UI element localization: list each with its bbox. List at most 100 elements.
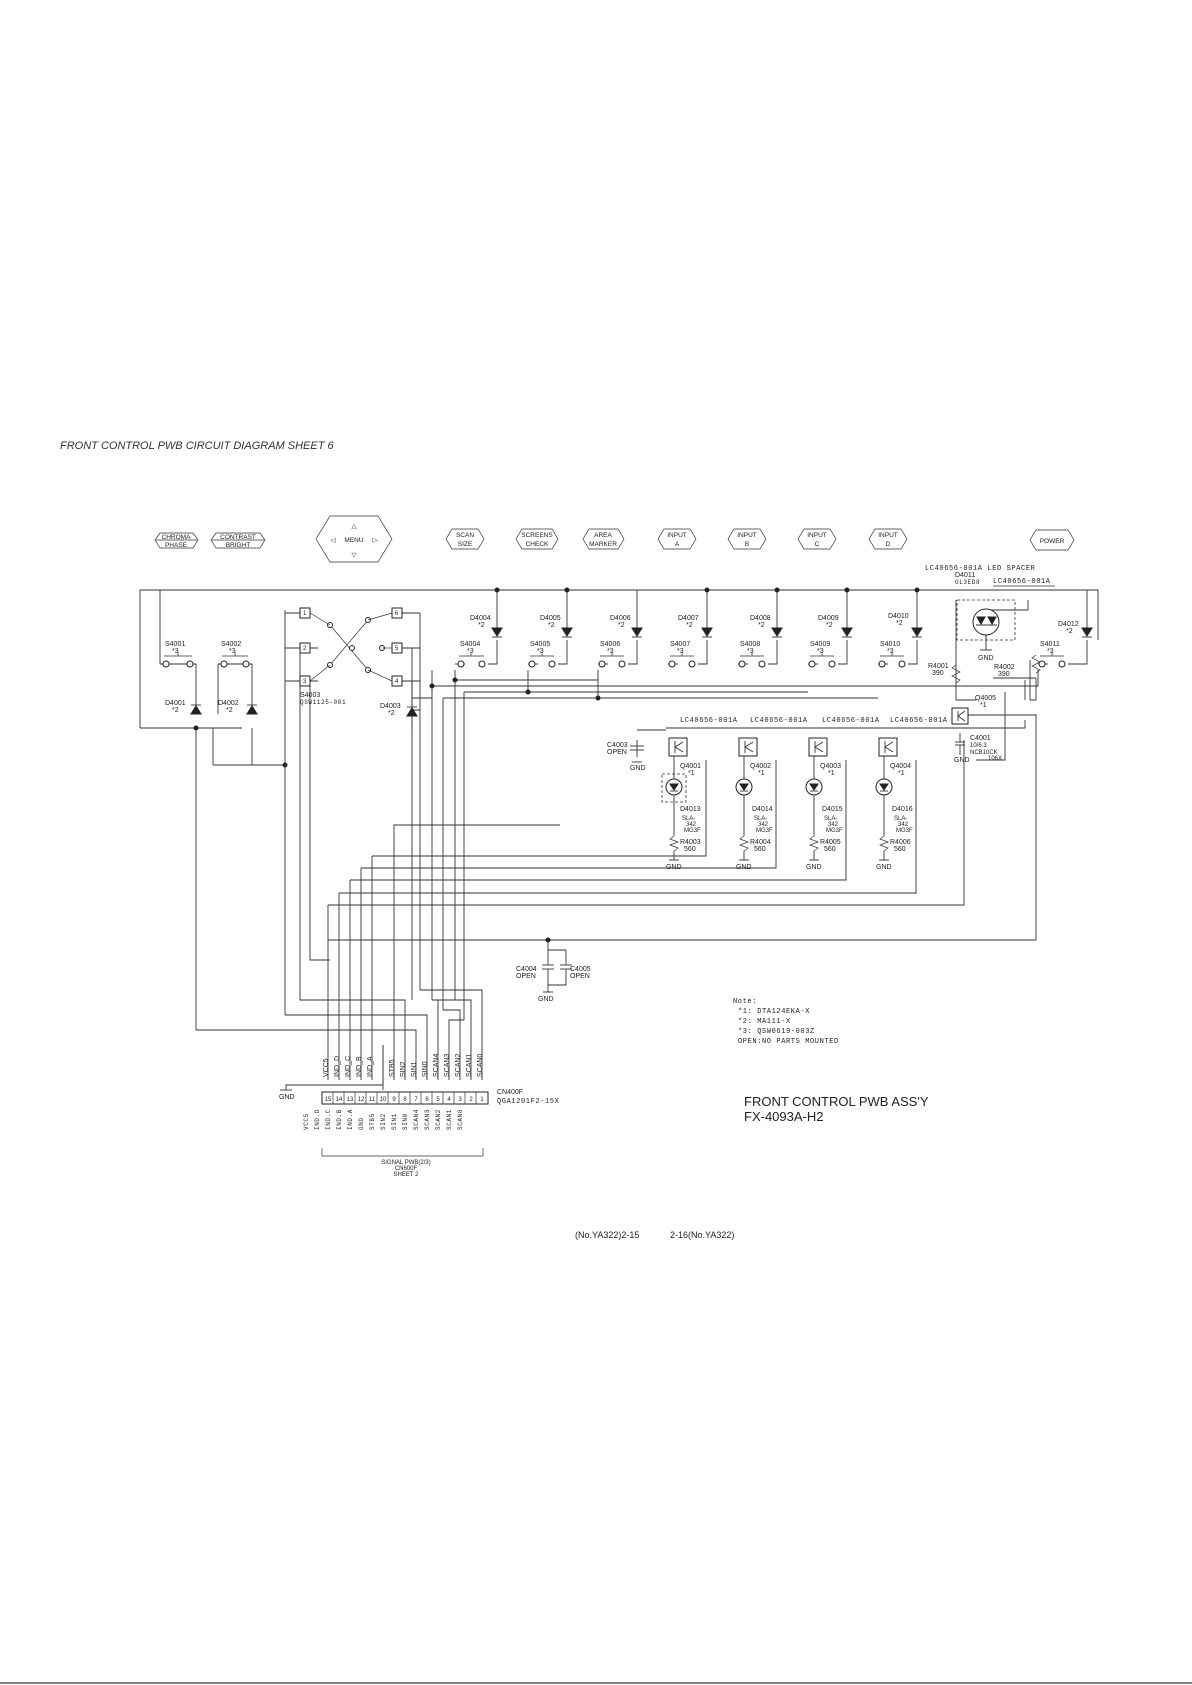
svg-text:10: 10 [380, 1097, 387, 1103]
diode-d4012: D4012*2 [1058, 621, 1093, 638]
svg-text:LC40656-001A: LC40656-001A [822, 717, 880, 725]
driver-q4003: Q4003 *1 D4015 SLA- 342 MG3F R4005 560 G… [805, 737, 843, 871]
svg-text:Q4001: Q4001 [680, 763, 701, 770]
svg-text:*3: *3 [537, 648, 544, 655]
svg-text:INPUT: INPUT [878, 532, 898, 539]
driver-q4001: Q4001 *1 D4013 SLA- 342 MG3F R4003 560 G… [661, 737, 701, 871]
svg-text:SCAN3: SCAN3 [444, 1054, 451, 1077]
svg-text:VCC5: VCC5 [303, 1113, 310, 1130]
svg-text:BRIGHT: BRIGHT [226, 542, 251, 549]
svg-text:MG3F: MG3F [756, 828, 773, 834]
svg-text:MARKER: MARKER [589, 541, 617, 548]
svg-text:Note:: Note: [733, 998, 757, 1006]
svg-text:STB5: STB5 [389, 1059, 396, 1077]
svg-text:D4003: D4003 [380, 703, 401, 710]
svg-text:11: 11 [369, 1097, 376, 1103]
svg-text:CONTRAST: CONTRAST [220, 534, 256, 541]
svg-text:*2: *2 [758, 622, 765, 629]
diode-d4005: D4005*2 [540, 615, 573, 638]
svg-text:*1: *1 [898, 770, 905, 777]
svg-text:IND_A: IND_A [367, 1056, 374, 1077]
svg-text:*3: *3 [467, 648, 474, 655]
svg-text:*2: MA111-X: *2: MA111-X [738, 1018, 791, 1026]
svg-text:MG3F: MG3F [826, 828, 843, 834]
svg-text:D4004: D4004 [470, 615, 491, 622]
svg-text:560: 560 [684, 846, 696, 853]
svg-text:*2: *2 [618, 622, 625, 629]
svg-text:*3: *3 [172, 648, 179, 655]
svg-text:D4011: D4011 [955, 572, 975, 579]
svg-text:OPEN:NO PARTS MOUNTED: OPEN:NO PARTS MOUNTED [738, 1038, 839, 1046]
svg-text:C4001: C4001 [970, 735, 991, 742]
svg-text:CHROMA: CHROMA [162, 534, 192, 541]
svg-text:NCB10CK: NCB10CK [970, 750, 998, 756]
svg-text:D4007: D4007 [678, 615, 699, 622]
svg-text:SCAN: SCAN [456, 532, 474, 539]
svg-text:D4008: D4008 [750, 615, 771, 622]
svg-text:▽: ▽ [352, 552, 358, 559]
svg-text:IND_C: IND_C [345, 1056, 352, 1077]
switch-s4010: S4010 *3 [878, 641, 906, 668]
svg-text:D4002: D4002 [218, 700, 239, 707]
svg-text:CN400F: CN400F [497, 1089, 523, 1096]
svg-text:C4005: C4005 [570, 966, 591, 973]
svg-text:5: 5 [436, 1097, 440, 1103]
svg-text:D4001: D4001 [165, 700, 186, 707]
svg-text:LC40656-001A LED SPACER: LC40656-001A LED SPACER [925, 565, 1036, 573]
diode-d4007: D4007*2 [678, 615, 713, 638]
svg-text:◁: ◁ [331, 537, 337, 544]
svg-text:LC40656-001A: LC40656-001A [750, 717, 808, 725]
svg-text:VCC5: VCC5 [323, 1058, 330, 1077]
svg-text:GND: GND [978, 655, 994, 662]
svg-text:4: 4 [447, 1097, 451, 1103]
svg-text:SLA-: SLA- [682, 816, 695, 822]
svg-text:SIZE: SIZE [458, 541, 473, 548]
svg-text:2: 2 [303, 646, 307, 652]
svg-text:13: 13 [347, 1097, 354, 1103]
switch-s4001: S4001 *3 [162, 641, 194, 668]
svg-text:*3: *3 [677, 648, 684, 655]
svg-text:9: 9 [392, 1097, 396, 1103]
svg-text:390: 390 [998, 671, 1010, 678]
svg-text:C4004: C4004 [516, 966, 537, 973]
sheet-title: FRONT CONTROL PWB CIRCUIT DIAGRAM SHEET … [60, 440, 334, 452]
svg-text:S4004: S4004 [460, 641, 480, 648]
diode-d4001: D4001*2 [165, 700, 202, 715]
svg-text:△: △ [352, 523, 358, 530]
svg-text:SCAN4: SCAN4 [413, 1109, 420, 1130]
svg-text:GND: GND [876, 864, 892, 871]
svg-text:8: 8 [403, 1097, 407, 1103]
svg-text:SHEET 2: SHEET 2 [394, 1172, 420, 1178]
svg-text:S4009: S4009 [810, 641, 830, 648]
svg-text:D4005: D4005 [540, 615, 561, 622]
svg-text:GND: GND [358, 1117, 365, 1130]
svg-text:*2: *2 [478, 622, 485, 629]
svg-text:*2: *2 [226, 707, 233, 714]
svg-text:GND: GND [806, 864, 822, 871]
svg-text:D4009: D4009 [818, 615, 839, 622]
power-led-block: LC40656-001A LED SPACER D4011 GL3ED8 LC4… [925, 565, 1055, 764]
svg-text:*1: *1 [758, 770, 765, 777]
svg-text:IND.D: IND.D [314, 1109, 321, 1130]
svg-text:1: 1 [303, 611, 307, 617]
svg-text:D4012: D4012 [1058, 621, 1079, 628]
svg-text:A: A [675, 541, 680, 548]
svg-text:LC40656-001A: LC40656-001A [890, 717, 948, 725]
svg-text:S4003: S4003 [300, 692, 320, 699]
svg-text:CN600F: CN600F [395, 1166, 418, 1172]
svg-text:OPEN: OPEN [516, 973, 536, 980]
svg-text:SCREENS: SCREENS [521, 532, 553, 539]
svg-text:5: 5 [395, 646, 399, 652]
svg-text:15: 15 [325, 1097, 332, 1103]
svg-text:QSW1125-001: QSW1125-001 [300, 699, 346, 706]
switch-s4008: S4008 *3 [738, 641, 766, 668]
svg-text:12: 12 [358, 1097, 365, 1103]
switch-s4003: 1 2 3 6 5 4 S4003 QSW1125-001 [299, 607, 403, 706]
svg-text:SIN0: SIN0 [402, 1113, 409, 1130]
svg-text:S4011: S4011 [1040, 641, 1060, 648]
svg-text:6: 6 [395, 611, 399, 617]
diode-d4004: D4004*2 [470, 615, 503, 638]
front-panel-buttons: CHROMA PHASE CONTRAST BRIGHT MENU △ ▽ ◁ … [154, 515, 1075, 563]
svg-text:SCAN2: SCAN2 [435, 1109, 442, 1130]
button-input-a: INPUT A [657, 528, 697, 550]
